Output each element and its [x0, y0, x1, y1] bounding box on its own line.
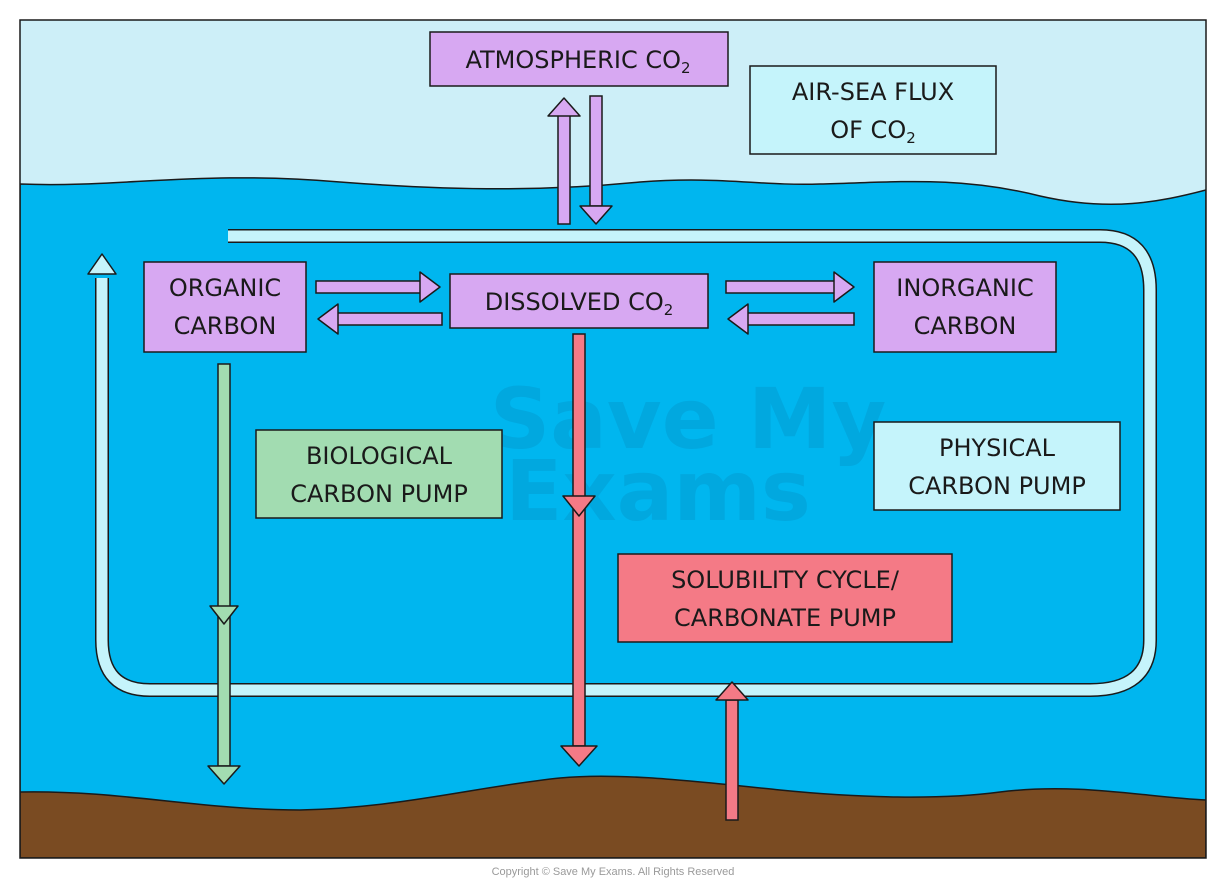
solubility-down-arrow	[560, 333, 598, 767]
arrowhead-left-icon	[727, 303, 749, 335]
loop-arrowhead-icon	[87, 253, 117, 275]
air-sea-flux-arrows	[547, 95, 613, 225]
physical-pump-loop	[87, 229, 1157, 697]
biological-pump-line-1: BIOLOGICAL	[306, 442, 453, 470]
seabed-region	[20, 775, 1206, 858]
solubility-cycle-line-1: SOLUBILITY CYCLE/	[671, 566, 900, 594]
copyright-notice: Copyright © Save My Exams. All Rights Re…	[491, 866, 735, 878]
inorganic-carbon-box: INORGANIC CARBON	[873, 261, 1057, 353]
atmospheric-co2-box: ATMOSPHERIC CO2	[429, 31, 729, 87]
biological-pump-box: BIOLOGICAL CARBON PUMP	[255, 429, 503, 519]
downward-flux-shaft	[589, 95, 603, 207]
solubility-cycle-line-2: CARBONATE PUMP	[674, 604, 896, 632]
organic-carbon-line-1: ORGANIC	[169, 274, 281, 302]
biological-pump-arrow	[207, 363, 241, 785]
watermark: Save My Exams	[490, 370, 887, 540]
arrowhead-right-icon	[419, 271, 441, 303]
organic-carbon-line-2: CARBON	[174, 312, 277, 340]
physical-pump-box: PHYSICAL CARBON PUMP	[873, 421, 1121, 511]
watermark-line-2: Exams	[505, 442, 811, 540]
dissolved-to-organic-arrow	[317, 303, 443, 335]
organic-carbon-box: ORGANIC CARBON	[143, 261, 307, 353]
carbonate-up-arrow	[715, 681, 749, 821]
arrowhead-right-icon	[833, 271, 855, 303]
organic-to-dissolved-arrow	[315, 271, 441, 303]
dissolved-co2-label: DISSOLVED CO2	[485, 288, 674, 319]
arrowhead-left-icon	[317, 303, 339, 335]
inorganic-carbon-line-2: CARBON	[914, 312, 1017, 340]
chevron-down-icon	[562, 495, 596, 517]
inorganic-carbon-line-1: INORGANIC	[896, 274, 1033, 302]
arrowhead-up-icon	[715, 681, 749, 701]
air-sea-flux-line-2: OF CO2	[830, 116, 916, 147]
dissolved-to-inorganic-arrow	[725, 271, 855, 303]
solubility-cycle-box: SOLUBILITY CYCLE/ CARBONATE PUMP	[617, 553, 953, 643]
atmospheric-co2-label: ATMOSPHERIC CO2	[465, 46, 690, 77]
arrowhead-down-icon	[560, 745, 598, 767]
biological-pump-line-2: CARBON PUMP	[290, 480, 468, 508]
physical-pump-line-1: PHYSICAL	[939, 434, 1056, 462]
air-sea-flux-box: AIR-SEA FLUX OF CO2	[749, 65, 997, 155]
diagram-frame	[19, 19, 1207, 859]
inorganic-to-dissolved-arrow	[727, 303, 855, 335]
arrowhead-down-icon	[207, 765, 241, 785]
arrowhead-up-icon	[547, 97, 581, 117]
upward-flux-shaft	[557, 113, 571, 225]
arrowhead-down-icon	[579, 205, 613, 225]
physical-pump-line-2: CARBON PUMP	[908, 472, 1086, 500]
dissolved-co2-box: DISSOLVED CO2	[449, 273, 709, 329]
chevron-down-icon	[209, 605, 239, 625]
watermark-line-1: Save My	[490, 370, 887, 468]
air-sea-flux-line-1: AIR-SEA FLUX	[792, 78, 954, 106]
